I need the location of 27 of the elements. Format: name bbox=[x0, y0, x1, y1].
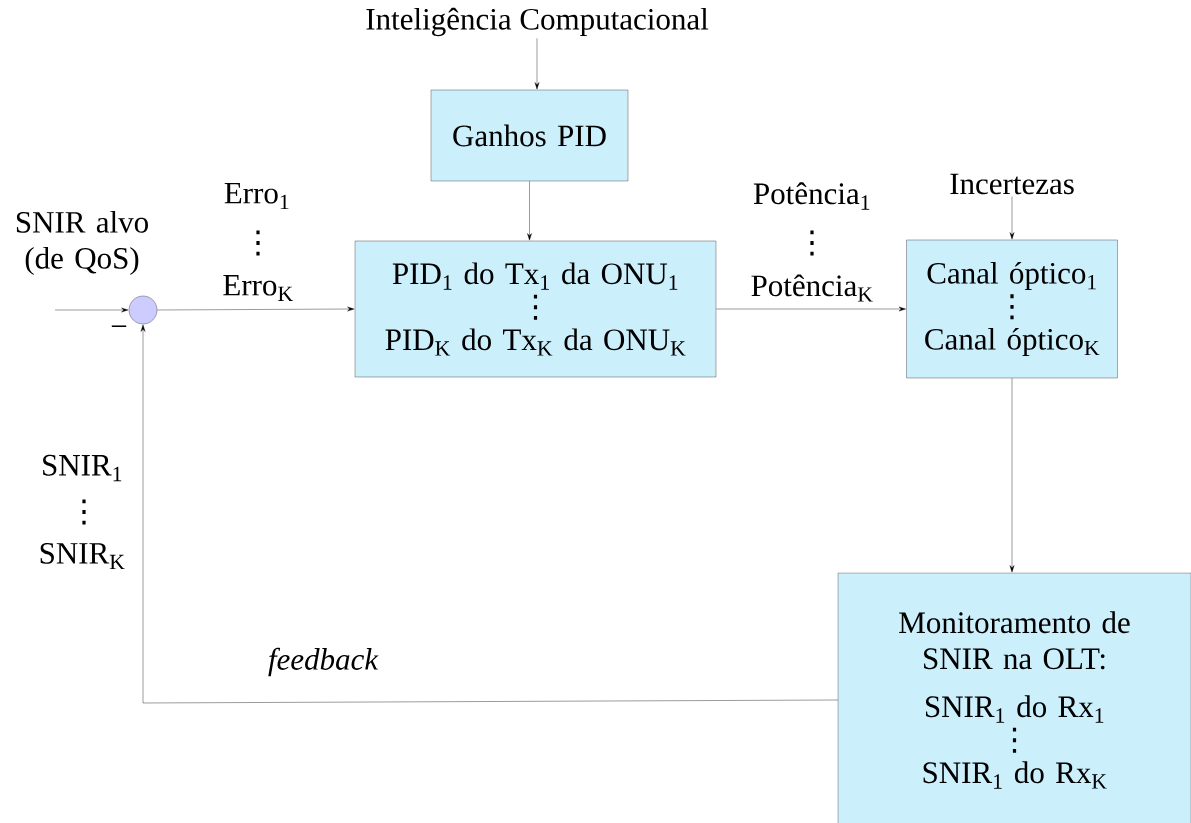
arrow bbox=[534, 38, 540, 90]
signal-label: SNIR$_{K}$ bbox=[40, 542, 125, 570]
arrow bbox=[157, 306, 355, 312]
signal-label: SNIR alvo (de QoS) bbox=[16, 210, 148, 276]
input-label: Inteligência Computacional bbox=[366, 7, 709, 37]
vertical-ellipsis: ⋮ bbox=[256, 230, 260, 256]
signal-label: SNIR$_{1}$ bbox=[43, 454, 122, 482]
process-box: Canal óptico$_{1}$ ⋮ Canal óptico$_{K}$ bbox=[906, 239, 1118, 379]
edge-label: feedback bbox=[268, 647, 379, 677]
process-box: PID$_{1}$ do Tx$_{1}$ da ONU$_{1}$ ⋮ PID$_{K}$ do Tx$_{K}$ da ONU$_{K}$ bbox=[354, 240, 717, 378]
minus-sign: − bbox=[111, 325, 127, 327]
process-box: Ganhos PID bbox=[430, 89, 629, 182]
signal-label: Potência$_{1}$ bbox=[753, 182, 870, 210]
arrow bbox=[1009, 196, 1015, 240]
arrow bbox=[1009, 378, 1015, 573]
signal-label: Erro$_{1}$ bbox=[224, 182, 289, 209]
vertical-ellipsis: ⋮ bbox=[810, 230, 814, 256]
summing-junction bbox=[128, 295, 158, 325]
signal-label: Erro$_{K}$ bbox=[223, 275, 293, 301]
arrow bbox=[716, 306, 906, 312]
arrow bbox=[54, 307, 129, 313]
arrow bbox=[140, 324, 838, 704]
arrow bbox=[527, 181, 532, 241]
process-box: Monitoramento de SNIR na OLT: SNIR$_{1}$ do Rx$_{1}$ ⋮ SNIR$_{1}$ do Rx$_{K}$ bbox=[837, 572, 1191, 823]
signal-label: Potência$_{K}$ bbox=[751, 274, 873, 302]
input-label: Incertezas bbox=[950, 173, 1074, 195]
vertical-ellipsis: ⋮ bbox=[82, 499, 86, 525]
